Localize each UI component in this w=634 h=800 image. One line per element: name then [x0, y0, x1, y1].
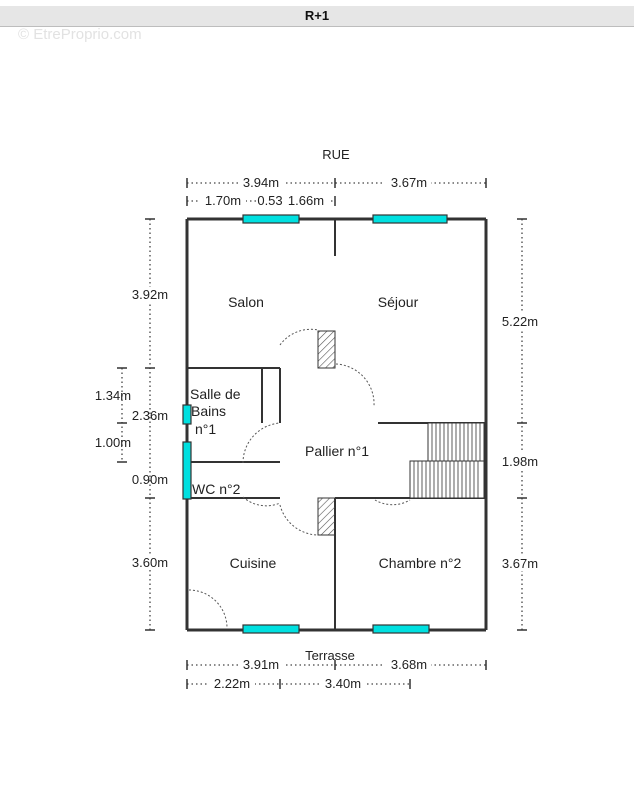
hatched-column-lower	[317, 497, 336, 536]
dim-top-sub-3: 1.66m	[288, 193, 324, 208]
page-title: R+1	[304, 8, 330, 23]
dim-left-sub-3: 0.90m	[132, 472, 168, 487]
door-arc-bath	[242, 422, 281, 464]
door-arc-salon	[279, 328, 319, 346]
dim-right-upper: 5.22m	[502, 314, 538, 329]
door-arc-chambre	[374, 499, 411, 506]
street-label: RUE	[322, 147, 350, 162]
dim-top-right: 3.67m	[391, 175, 427, 190]
dim-right-lower: 3.67m	[502, 556, 538, 571]
dim-bottom-right: 3.68m	[391, 657, 427, 672]
window-cuisine	[242, 624, 300, 634]
room-label-bath-line2: Bains	[191, 403, 226, 419]
room-label-bath-line1: Salle de	[190, 386, 241, 402]
terrace-label: Terrasse	[305, 648, 355, 663]
dim-bottom-left: 3.91m	[243, 657, 279, 672]
dim-top-sub-1: 1.70m	[205, 193, 241, 208]
window-wc	[182, 441, 192, 500]
watermark: © EtreProprio.com	[18, 26, 142, 43]
room-label-pallier: Pallier n°1	[305, 443, 369, 459]
room-label-cuisine: Cuisine	[230, 555, 277, 571]
room-label-chambre: Chambre n°2	[379, 555, 462, 571]
dim-bottom-sub-1: 2.22m	[214, 676, 250, 691]
window-salon	[242, 214, 300, 224]
door-arc-cuisine	[279, 504, 319, 536]
room-label-bath-line3: n°1	[195, 421, 216, 437]
dim-right-mid: 1.98m	[502, 454, 538, 469]
hatched-column-upper	[317, 330, 336, 369]
dim-left-upper: 3.92m	[132, 287, 168, 302]
door-swings	[188, 328, 411, 629]
dim-left-lower: 3.60m	[132, 555, 168, 570]
staircase	[409, 422, 485, 499]
windows	[182, 214, 448, 634]
room-label-sejour: Séjour	[378, 294, 419, 310]
room-label-wc: WC n°2	[192, 481, 241, 497]
window-chambre	[372, 624, 430, 634]
dim-left-sub-1: 1.34m	[95, 388, 131, 403]
header-bar: R+1	[0, 6, 634, 27]
room-label-salon: Salon	[228, 294, 264, 310]
dim-bottom-sub-2: 3.40m	[325, 676, 361, 691]
dimension-label-backgrounds	[126, 175, 542, 691]
dim-left-sub-2: 1.00m	[95, 435, 131, 450]
window-sejour	[372, 214, 448, 224]
dim-left-mid: 2.36m	[132, 408, 168, 423]
door-arc-sejour	[335, 363, 375, 407]
door-arc-exterior	[188, 589, 228, 629]
window-bath	[182, 404, 192, 425]
dim-top-left: 3.94m	[243, 175, 279, 190]
dim-top-sub-2: 0.53	[257, 193, 282, 208]
